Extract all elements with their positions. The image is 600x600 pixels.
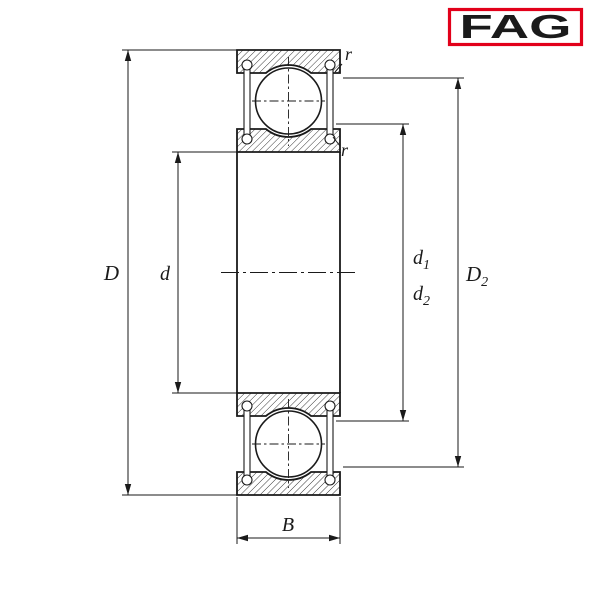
label-D2-main: D [465, 262, 481, 286]
arrow-B-right [329, 534, 340, 542]
dimension-arrowheads [124, 50, 462, 542]
shield-anchor-circle [324, 59, 336, 71]
arrow-d1d2-up [399, 124, 407, 135]
shield-anchor-circle [324, 400, 336, 412]
shield-anchor-circle [324, 133, 336, 145]
arrow-d-down [174, 382, 182, 393]
top-left-shield [243, 65, 251, 139]
arrow-d1d2-down [399, 410, 407, 421]
shield-anchor-circle [241, 133, 253, 145]
label-bore-diameter-d: d [160, 263, 171, 285]
bottom-right-shield [326, 406, 334, 480]
label-D2: D2 [465, 262, 488, 290]
fag-logo-frame [447, 7, 584, 47]
label-D2-subscript: 2 [481, 275, 488, 290]
fag-logo-text: FAG [460, 8, 572, 45]
fag-logo: FAG [447, 7, 584, 47]
label-width-B: B [282, 514, 294, 536]
arrow-D-up [124, 50, 132, 61]
label-d2-subscript: 2 [423, 294, 430, 309]
shield-anchor-circle [241, 474, 253, 486]
label-d1: d1 [413, 247, 430, 273]
dimension-lines [122, 49, 464, 544]
label-d1-main: d [413, 247, 424, 269]
leader-line-r-outer [334, 63, 343, 73]
shield-anchor-circle [241, 59, 253, 71]
arrow-d-up [174, 152, 182, 163]
top-right-shield [326, 65, 334, 139]
bottom-left-shield [243, 406, 251, 480]
label-d2: d2 [413, 283, 430, 309]
label-d1-subscript: 1 [423, 258, 430, 273]
leader-line-r-inner [332, 136, 341, 147]
shield-anchor-circle [241, 400, 253, 412]
label-outer-diameter-D: D [103, 261, 119, 285]
shield-anchor-circle [324, 474, 336, 486]
label-radius-r-outer: r [345, 44, 353, 64]
label-radius-r-inner: r [341, 140, 349, 160]
label-d2-main: d [413, 283, 424, 305]
arrow-D-down [124, 484, 132, 495]
arrow-D2-down [454, 456, 462, 467]
arrow-B-left [237, 534, 248, 542]
arrow-D2-up [454, 78, 462, 89]
